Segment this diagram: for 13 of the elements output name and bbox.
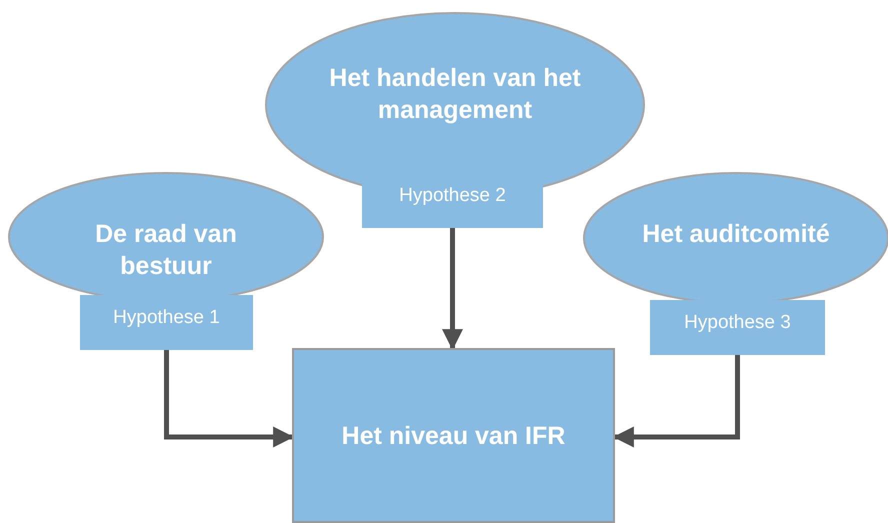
result-box xyxy=(292,348,615,523)
hypothesis-label: Hypothese 2 xyxy=(398,185,507,207)
arrow xyxy=(164,350,294,448)
node-title: De raad van bestuur xyxy=(94,219,238,282)
factor-ellipse xyxy=(8,172,326,350)
node-title: Het niveau van IFR xyxy=(340,421,566,452)
node-title: Het handelen van het management xyxy=(328,63,582,126)
node-title: Het auditcomité xyxy=(641,219,831,250)
factor-ellipse xyxy=(583,172,888,355)
factor-ellipse xyxy=(265,12,645,228)
arrow xyxy=(442,228,463,350)
hypothesis-label: Hypothese 3 xyxy=(683,312,792,334)
hypothesis-label: Hypothese 1 xyxy=(112,307,221,329)
